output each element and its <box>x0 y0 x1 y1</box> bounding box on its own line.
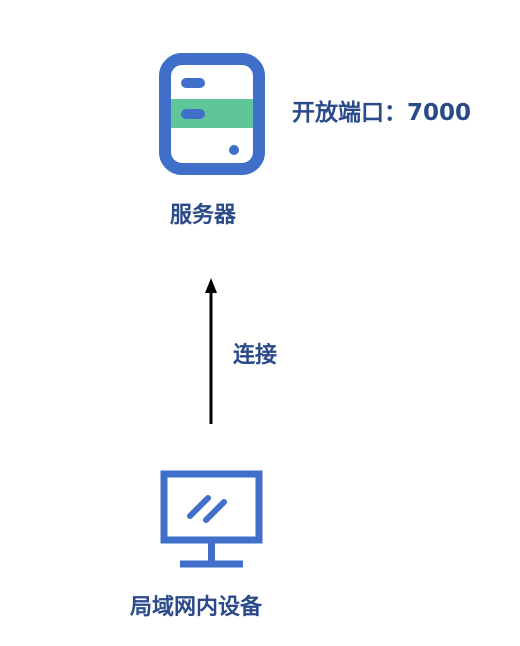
port-label: 开放端口：7000 <box>292 100 472 126</box>
server-icon <box>159 53 265 175</box>
device-label: 局域网内设备 <box>130 595 263 620</box>
server-label: 服务器 <box>170 203 237 228</box>
monitor-icon <box>160 470 263 568</box>
connection-label: 连接 <box>233 343 278 368</box>
connection-arrow <box>205 278 217 424</box>
